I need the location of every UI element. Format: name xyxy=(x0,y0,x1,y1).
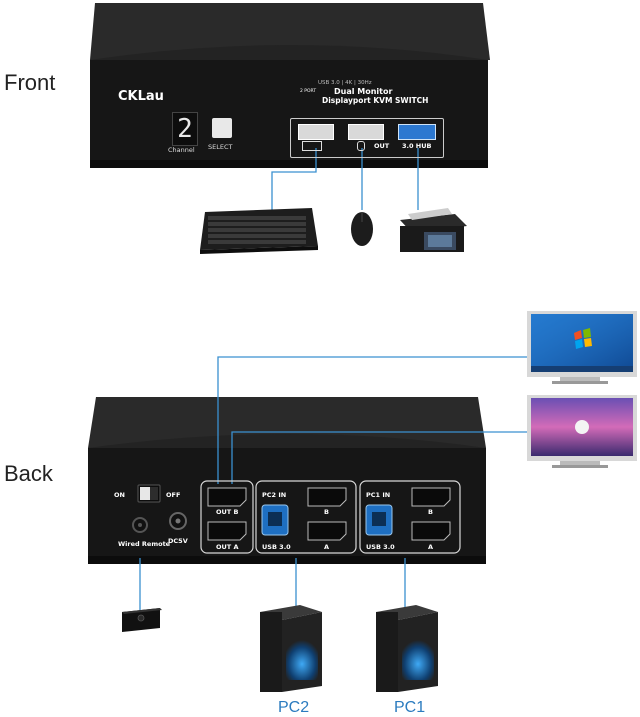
front-section-label: Front xyxy=(4,70,56,95)
usb-out-label: OUT xyxy=(374,142,390,150)
usb-hub-port[interactable] xyxy=(398,124,436,140)
keyboard-icon xyxy=(200,208,318,254)
usb-hub-label: 3.0 HUB xyxy=(402,142,432,150)
front-kvm-unit xyxy=(90,3,490,168)
monitor-connection-lines xyxy=(139,356,527,612)
pc2-usb-label: USB 3.0 xyxy=(262,543,291,551)
usb-port-frame xyxy=(290,118,444,158)
mouse-port-icon xyxy=(357,141,365,151)
pc2-port-b-label: B xyxy=(324,508,329,516)
mouse-usb-port[interactable] xyxy=(348,124,384,140)
pc1-label: PC1 xyxy=(394,699,426,716)
product-line2: Displayport KVM SWITCH xyxy=(322,96,429,105)
pc1-usb-label: USB 3.0 xyxy=(366,543,395,551)
keyboard-usb-port[interactable] xyxy=(298,124,334,140)
spec-badges: USB 3.0 | 4K | 30Hz xyxy=(318,80,372,86)
channel-display: 2 xyxy=(172,112,198,146)
pc-tower-icon xyxy=(376,605,438,692)
printer-icon xyxy=(400,208,467,252)
pc2-port-a-label: A xyxy=(324,543,330,551)
mac-monitor-icon xyxy=(527,395,637,468)
out-a-label: OUT A xyxy=(216,543,239,551)
wired-remote-icon xyxy=(122,608,162,632)
back-section-label: Back xyxy=(4,461,53,486)
power-switch xyxy=(137,484,161,503)
mouse-icon xyxy=(351,212,373,246)
select-label: SELECT xyxy=(208,143,233,151)
select-button[interactable] xyxy=(212,118,232,138)
out-b-label: OUT B xyxy=(216,508,239,516)
pc1-port-b-label: B xyxy=(428,508,433,516)
displayport-connectors xyxy=(207,487,451,541)
brand-logo: CKLau xyxy=(118,89,164,104)
pc-tower-icon xyxy=(260,605,322,692)
wired-remote-label: Wired Remote xyxy=(118,540,171,548)
product-prefix: 2 PORT xyxy=(300,89,317,94)
pc1-port-a-label: A xyxy=(428,543,434,551)
usb-b-ports xyxy=(261,504,393,536)
pc1-in-label: PC1 IN xyxy=(366,491,391,499)
pc2-in-label: PC2 IN xyxy=(262,491,287,499)
product-line1: Dual Monitor xyxy=(334,87,393,96)
port-frames xyxy=(200,480,461,554)
front-connection-lines xyxy=(271,148,419,210)
channel-label: Channel xyxy=(168,146,195,154)
off-label: OFF xyxy=(166,491,181,499)
keyboard-port-icon xyxy=(302,141,322,151)
dc-label: DC5V xyxy=(168,537,188,545)
on-label: ON xyxy=(114,491,125,499)
windows-monitor-icon xyxy=(527,311,637,384)
pc2-label: PC2 xyxy=(278,699,310,716)
